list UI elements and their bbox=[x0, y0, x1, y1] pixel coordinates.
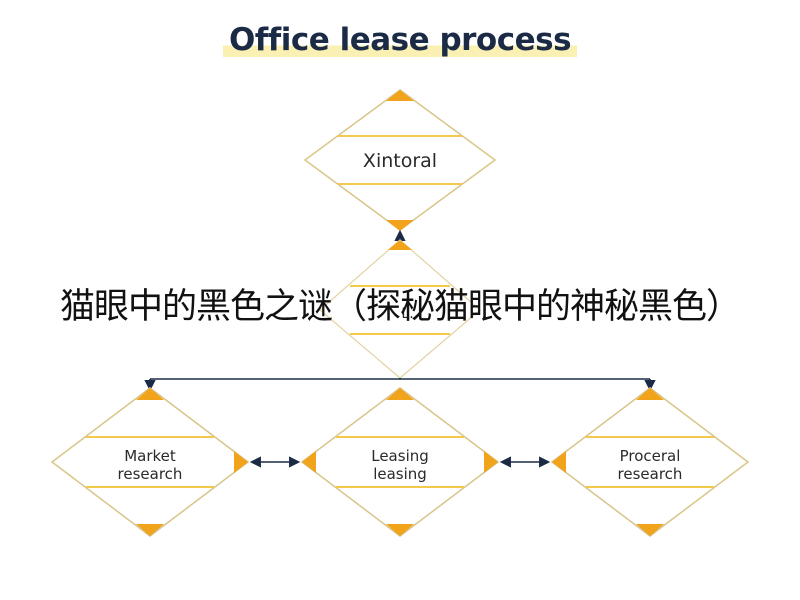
node-middle-label: L... bbox=[401, 306, 422, 322]
node-right: Proceral research bbox=[550, 387, 750, 537]
node-center-marker-bottom bbox=[386, 524, 414, 536]
node-middle: L... bbox=[319, 239, 481, 379]
node-top: Xintoral bbox=[303, 89, 497, 231]
node-center-marker-top bbox=[386, 388, 414, 400]
node-center: Leasing leasing bbox=[300, 387, 500, 537]
node-right-label-line1: Proceral bbox=[620, 447, 681, 465]
node-center-marker-right bbox=[484, 451, 498, 473]
node-left-marker-bottom bbox=[136, 524, 164, 536]
node-right-label-line2: research bbox=[618, 465, 683, 483]
node-right-marker-bottom bbox=[636, 524, 664, 536]
node-center-label-line2: leasing bbox=[373, 465, 427, 483]
node-left-label-line1: Market bbox=[124, 447, 176, 465]
node-left-marker-right bbox=[234, 451, 248, 473]
diagram-title: Office lease process bbox=[222, 22, 578, 60]
node-left-label-line2: research bbox=[118, 465, 183, 483]
node-left-marker-top bbox=[136, 388, 164, 400]
node-top-label: Xintoral bbox=[363, 150, 437, 172]
overlay-caption: 猫眼中的黑色之谜（探秘猫眼中的神秘黑色） bbox=[59, 287, 741, 327]
node-top-marker-top bbox=[386, 90, 414, 101]
node-middle-marker-top bbox=[388, 240, 412, 250]
title-wrap: Office lease process bbox=[0, 22, 800, 60]
node-center-marker-left bbox=[302, 451, 316, 473]
node-center-label-line1: Leasing bbox=[371, 447, 429, 465]
node-right-marker-left bbox=[552, 451, 566, 473]
node-top-marker-bottom bbox=[386, 220, 414, 231]
node-right-marker-top bbox=[636, 388, 664, 400]
node-left: Market research bbox=[50, 387, 250, 537]
